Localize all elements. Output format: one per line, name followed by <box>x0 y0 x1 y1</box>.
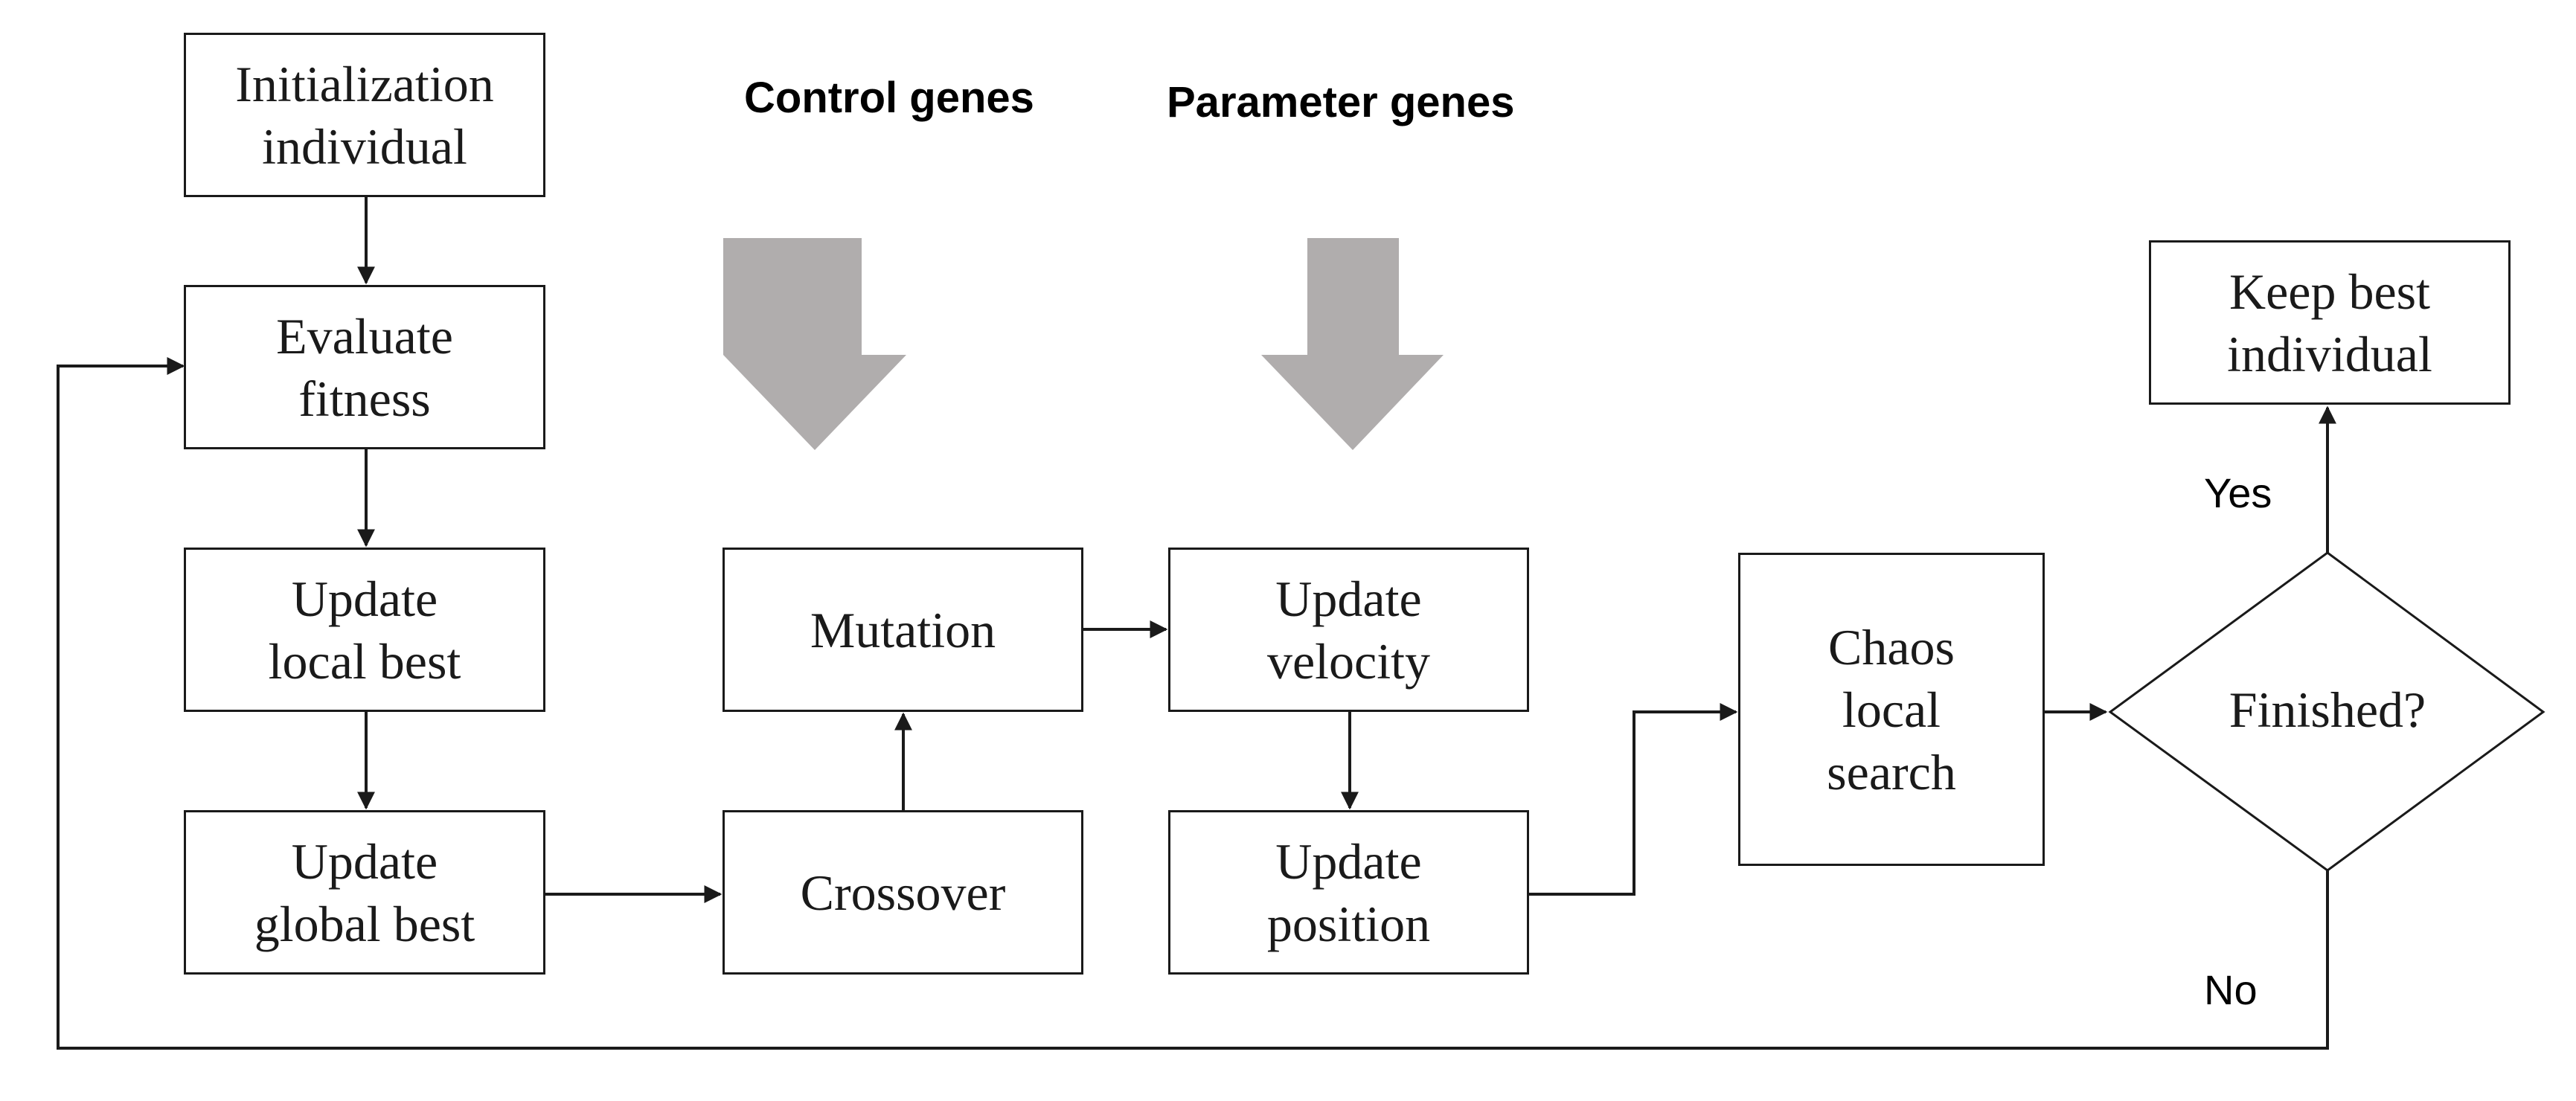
edge-finished-no-loop <box>57 357 2329 1050</box>
yes-label: Yes <box>2204 469 2272 516</box>
control-genes-header: Control genes <box>744 74 1034 122</box>
parameter-genes-arrow <box>1261 238 1444 450</box>
control-genes-arrow <box>723 238 906 450</box>
mutation-box: Mutation <box>723 548 1083 712</box>
crossover-box: Crossover <box>723 810 1083 975</box>
edge-position-to-chaos <box>1529 703 1738 896</box>
parameter-genes-header: Parameter genes <box>1167 78 1515 126</box>
finished-label: Finished? <box>2229 681 2426 738</box>
no-label: No <box>2204 966 2258 1013</box>
finished-diamond <box>2108 551 2545 872</box>
